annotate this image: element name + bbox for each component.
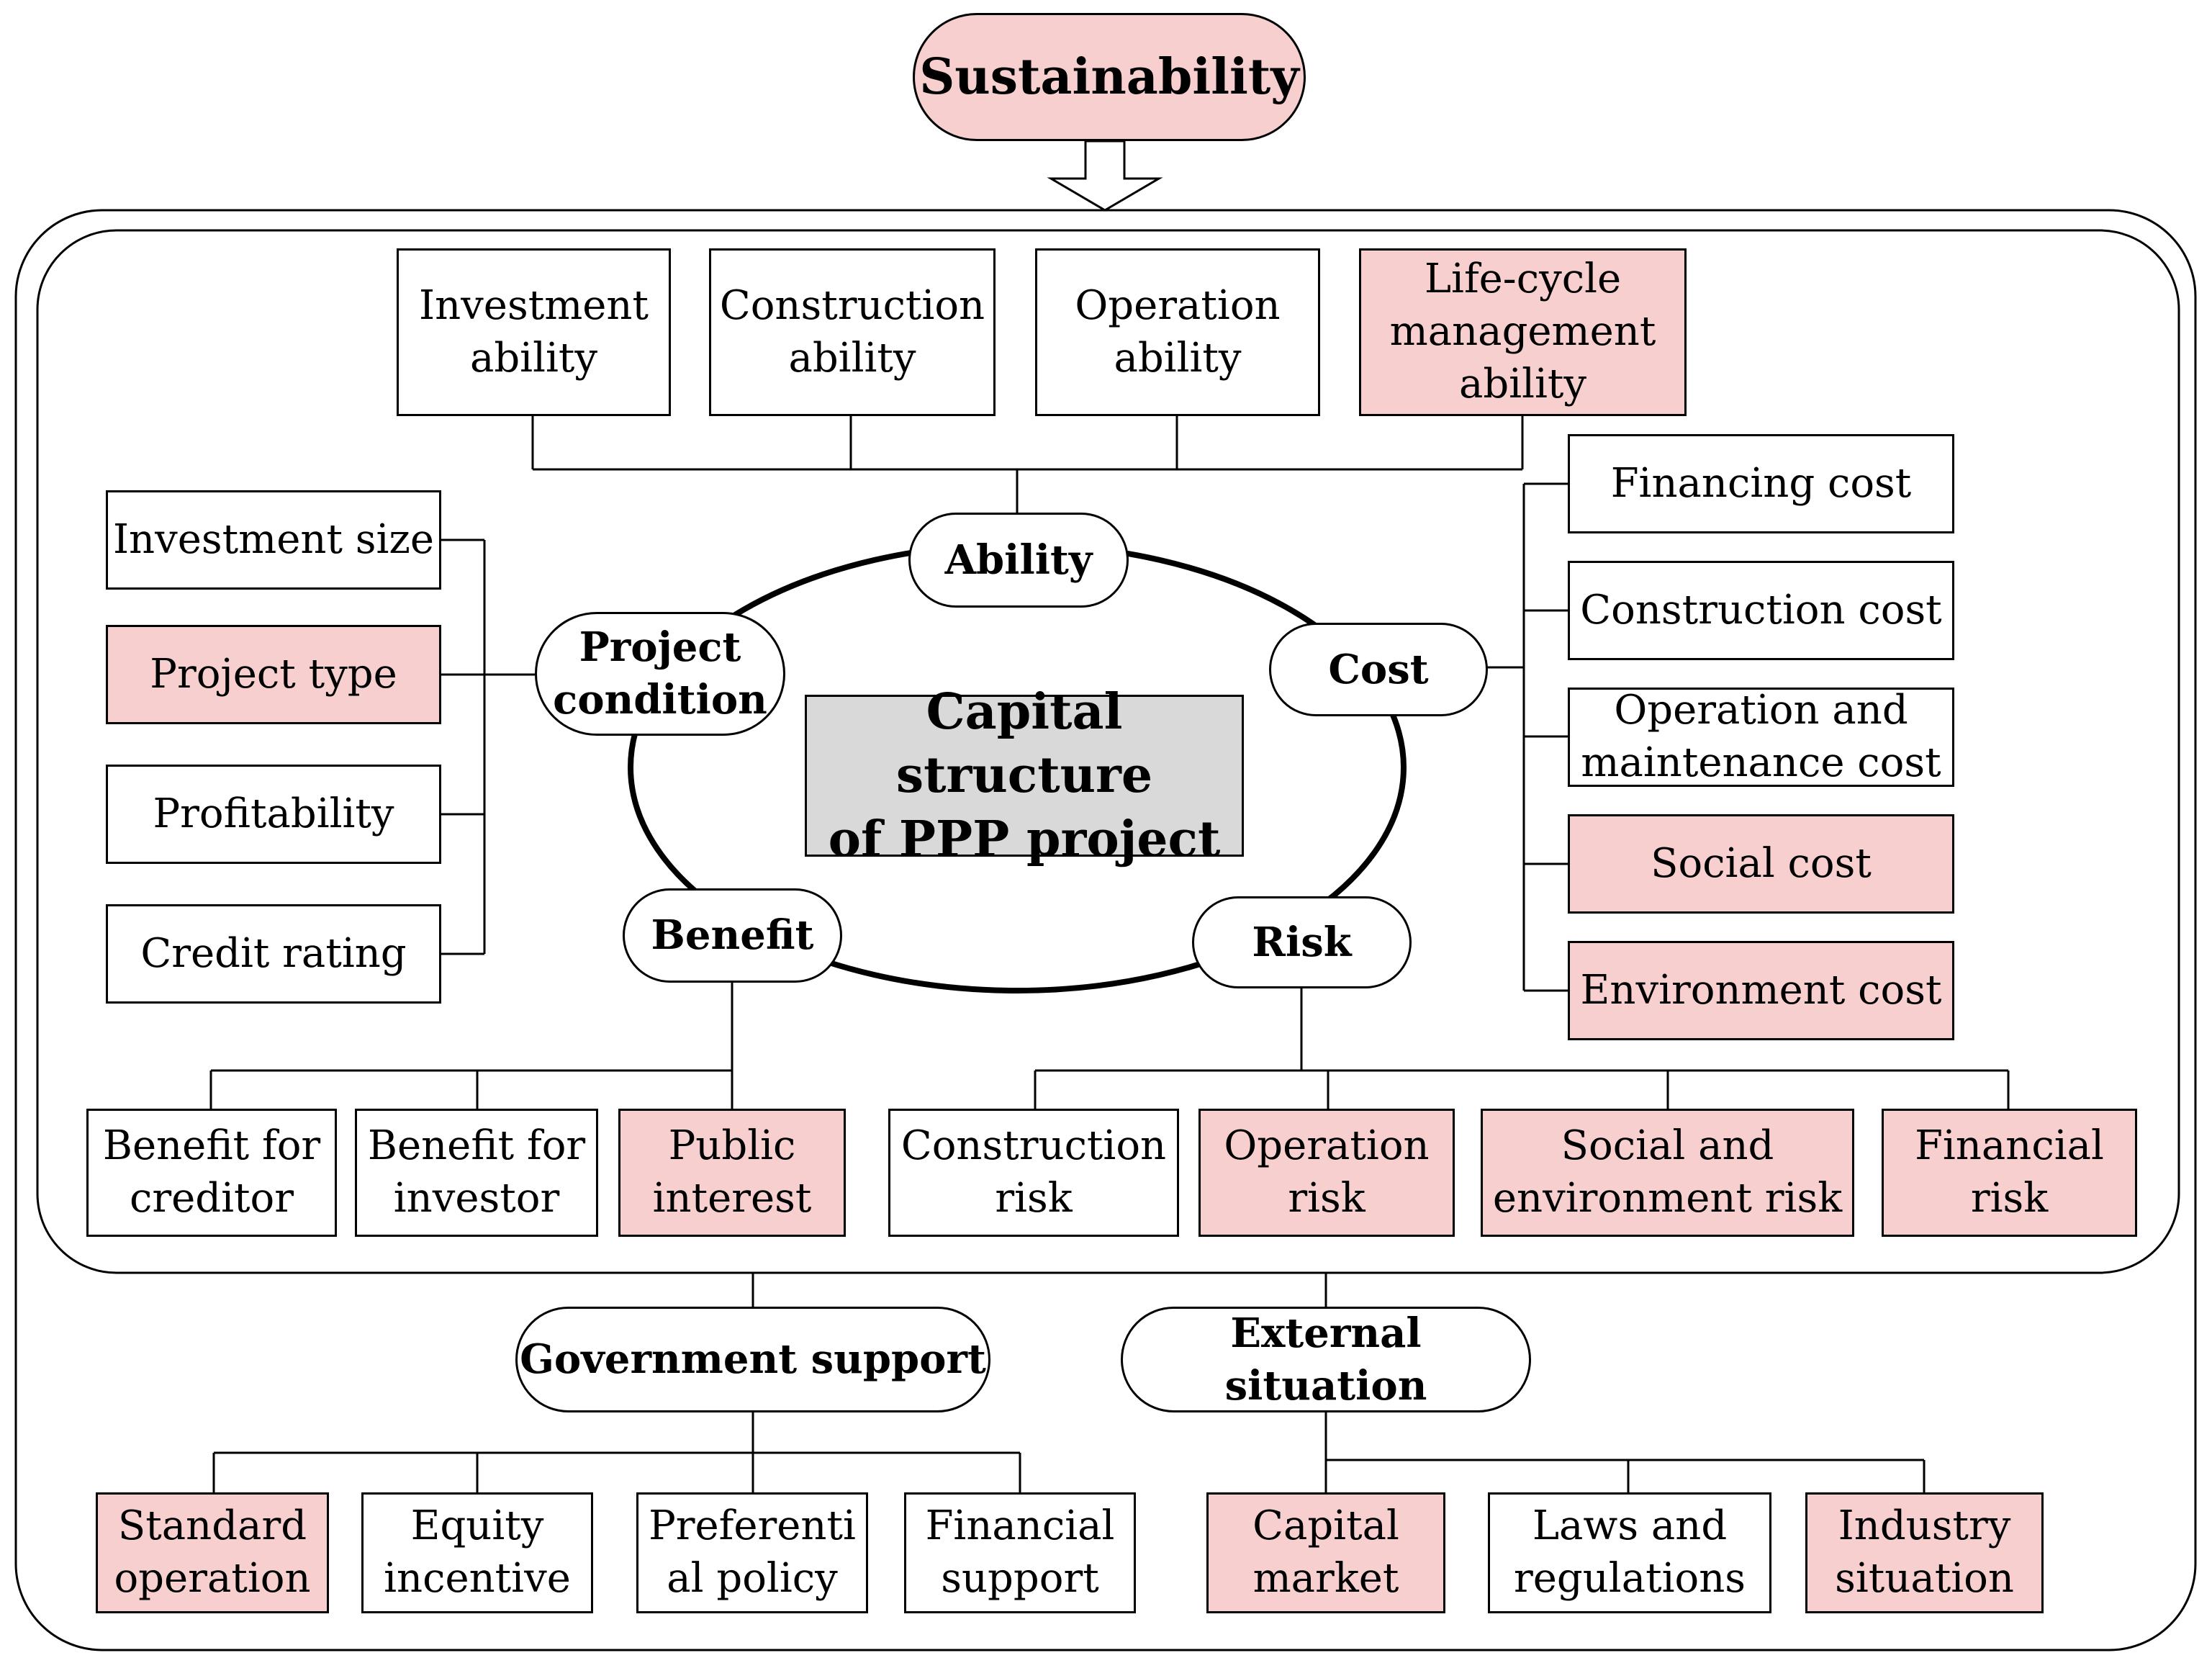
ability-item: Investment ability — [397, 248, 671, 416]
cost-item: Financing cost — [1568, 434, 1954, 533]
benefit-item: Public interest — [618, 1109, 846, 1237]
ability-item: Construction ability — [709, 248, 996, 416]
sustainability-node: Sustainability — [913, 13, 1306, 141]
cost-item: Operation and maintenance cost — [1568, 687, 1954, 787]
condition-item: Credit rating — [106, 904, 441, 1004]
condition-item: Project type — [106, 625, 441, 724]
hub-external-situation: External situation — [1121, 1307, 1531, 1412]
benefit-item: Benefit for creditor — [86, 1109, 337, 1237]
external-item: Industry situation — [1805, 1492, 2044, 1613]
down-arrow-icon — [1047, 140, 1163, 212]
cost-item: Social cost — [1568, 814, 1954, 914]
hub-ability: Ability — [908, 513, 1129, 608]
ability-item: Operation ability — [1035, 248, 1320, 416]
connector-lines — [209, 416, 2010, 1492]
cost-item: Environment cost — [1568, 941, 1954, 1040]
risk-item: Construction risk — [888, 1109, 1179, 1237]
gov-support-item: Financial support — [904, 1492, 1136, 1613]
gov-support-item: Standard operation — [96, 1492, 329, 1613]
hub-risk: Risk — [1192, 896, 1412, 988]
gov-support-item: Preferenti al policy — [636, 1492, 868, 1613]
hub-benefit: Benefit — [623, 888, 842, 983]
cost-item: Construction cost — [1568, 561, 1954, 660]
hub-project-condition: Project condition — [535, 612, 785, 736]
hub-government-support: Government support — [515, 1307, 990, 1412]
condition-item: Profitability — [106, 765, 441, 864]
center-node: Capital structure of PPP project — [805, 683, 1244, 868]
ability-item: Life-cycle management ability — [1359, 248, 1687, 416]
hub-cost: Cost — [1269, 623, 1488, 716]
risk-item: Social and environment risk — [1481, 1109, 1854, 1237]
risk-item: Operation risk — [1198, 1109, 1455, 1237]
inner-frame — [36, 229, 2180, 1274]
external-item: Capital market — [1206, 1492, 1445, 1613]
risk-item: Financial risk — [1882, 1109, 2137, 1237]
benefit-item: Benefit for investor — [355, 1109, 598, 1237]
gov-support-item: Equity incentive — [361, 1492, 593, 1613]
condition-item: Investment size — [106, 490, 441, 590]
external-item: Laws and regulations — [1488, 1492, 1771, 1613]
